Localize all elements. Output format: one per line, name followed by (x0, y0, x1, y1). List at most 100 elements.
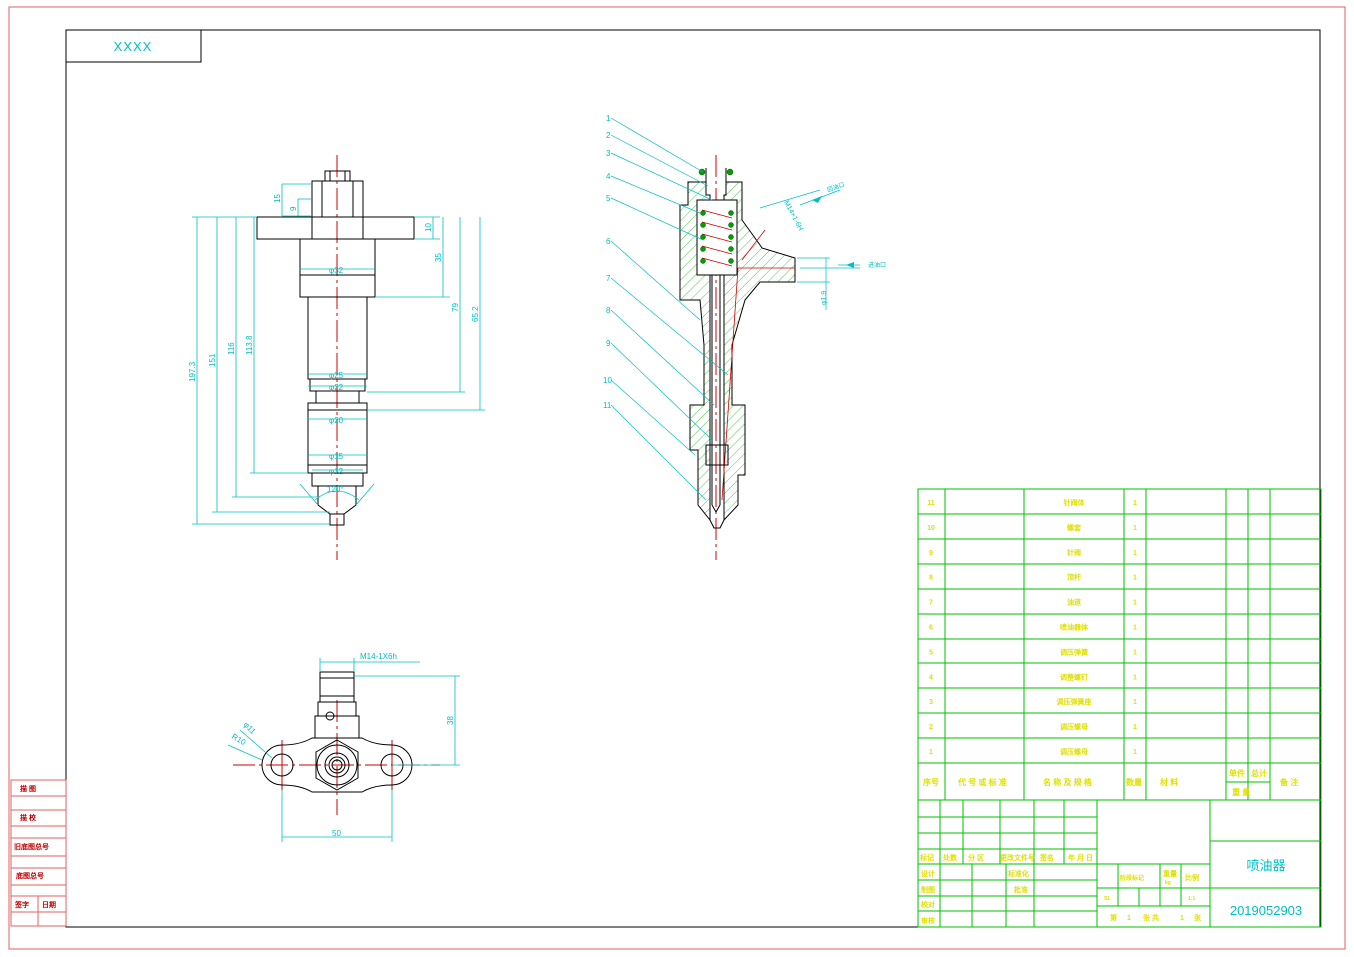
dim-h35: 35 (434, 253, 443, 262)
bom-row-name: 调压螺母 (1060, 747, 1088, 756)
part-no-3: 3 (606, 149, 611, 158)
tb-stage-val: S1 (1104, 896, 1110, 902)
bom-header-remark: 备 注 (1279, 777, 1298, 787)
left-strip-2: 描 校 (20, 813, 37, 822)
bom-header-name: 名 称 及 规 格 (1043, 777, 1093, 787)
title-block (917, 799, 1322, 928)
code-box-text: XXXX (114, 39, 153, 54)
bom-row-qty: 1 (1133, 699, 1137, 706)
tb-check: 校对 (921, 900, 935, 909)
section-d1-9: φ1.9 (821, 291, 828, 305)
bom-row-name: 调压弹簧 (1060, 647, 1088, 656)
part-no-5: 5 (606, 194, 611, 203)
bom-row-name: 调整螺钉 (1060, 672, 1088, 681)
part-no-2: 2 (606, 131, 611, 140)
bom-row-no: 9 (929, 550, 933, 557)
tb-design: 设计 (921, 869, 935, 878)
part-no-8: 8 (606, 306, 611, 315)
part-no-11: 11 (603, 401, 612, 410)
bom-row-qty: 1 (1133, 724, 1137, 731)
bom-row-qty: 1 (1133, 575, 1137, 582)
part-no-10: 10 (603, 376, 612, 385)
part-no-4: 4 (606, 172, 611, 181)
dim-angle: 120° (327, 485, 344, 494)
tb-sheet-total: 1 (1180, 915, 1184, 922)
tb-stage: 阶段标记 (1120, 874, 1144, 882)
tb-change-doc: 更改文件号 (1000, 853, 1035, 862)
dim-d25: φ25 (329, 371, 344, 380)
part-no-7: 7 (606, 274, 611, 283)
bom-row-no: 4 (929, 674, 933, 681)
bom-header-code: 代 号 或 标 准 (957, 777, 1007, 787)
bom-row-no: 10 (927, 525, 935, 532)
bom-row-no: 5 (929, 649, 933, 656)
arrow-inlet (846, 262, 854, 268)
bom-row-qty: 1 (1133, 749, 1137, 756)
tb-audit: 审核 (921, 916, 935, 925)
bom-row-qty: 1 (1133, 625, 1137, 632)
dim-h10: 10 (424, 223, 433, 232)
section-view: 1 2 3 4 5 6 7 8 9 10 11 M14×1-6H φ1.9 回油… (603, 114, 886, 560)
tb-mark: 标记 (919, 853, 934, 862)
bom-header-material: 材 料 (1160, 777, 1178, 787)
dim-d32: φ32 (329, 266, 344, 275)
left-strip-6: 日期 (42, 900, 56, 909)
bom-row-no: 8 (929, 575, 933, 582)
outer-frame (8, 6, 1346, 950)
bom-header-seq: 序号 (923, 777, 939, 787)
tb-scale: 比例 (1185, 873, 1199, 882)
left-strip (10, 779, 67, 927)
bom-row-name: 顶杆 (1067, 573, 1081, 582)
dim-h79: 79 (451, 303, 460, 312)
tb-sheet-mid: 张 共 (1143, 913, 1159, 922)
dim-h151: 151 (208, 353, 217, 367)
part-no-6: 6 (606, 237, 611, 246)
top-view: M14-1X6h φ11 R10 50 38 (227, 652, 460, 842)
bom-row-name: 调压螺母 (1060, 722, 1088, 731)
dim-h113-8: 113.8 (245, 335, 254, 355)
dim-d20: φ20 (329, 416, 344, 425)
code-box (65, 29, 202, 63)
tb-weight: 重量 (1163, 869, 1177, 878)
dim-w50: 50 (332, 829, 341, 838)
tb-scale-val: 1:1 (1188, 896, 1195, 902)
dim-h65-2: 65.2 (471, 306, 480, 322)
bom-row-no: 11 (927, 500, 935, 507)
part-no-9: 9 (606, 339, 611, 348)
left-strip-1: 描 图 (20, 784, 36, 793)
bom-row-no: 7 (929, 600, 933, 607)
tb-draw: 制图 (921, 885, 935, 894)
bom-row-no: 2 (929, 724, 933, 731)
tb-sign: 签名 (1039, 853, 1054, 862)
dim-h15: 15 (273, 194, 282, 203)
tb-sheet-suffix: 张 (1194, 913, 1202, 922)
dim-d22: φ22 (329, 383, 344, 392)
bom-header-weight: 重 量 (1232, 787, 1250, 797)
tb-weight-unit: kg (1165, 880, 1171, 886)
part-no-1: 1 (606, 114, 611, 123)
label-inlet: 进油口 (868, 261, 886, 269)
left-strip-4: 底图总号 (16, 871, 44, 880)
bom-row-name: 螺套 (1067, 523, 1082, 532)
bom-table (917, 488, 1322, 801)
dim-d15: φ15 (329, 452, 344, 461)
bom-row-qty: 1 (1133, 525, 1137, 532)
tb-sheet-prefix: 第 (1110, 913, 1117, 922)
bom-row-name: 针阀 (1066, 548, 1081, 557)
bom-row-name: 调压弹簧座 (1057, 697, 1092, 706)
tb-count: 处数 (942, 853, 958, 862)
bom-row-name: 油道 (1067, 598, 1081, 607)
dim-h38: 38 (446, 716, 455, 725)
bom-header-qty: 数量 (1126, 777, 1142, 787)
dim-h9: 9 (289, 206, 298, 211)
dim-thread: M14-1X6h (360, 652, 397, 661)
bom-row-qty: 1 (1133, 500, 1137, 507)
bom-row-no: 1 (929, 749, 933, 756)
left-strip-3: 旧底图总号 (14, 842, 49, 851)
bom-row-name: 喷油器体 (1060, 623, 1089, 632)
tb-date: 年 月 日 (1068, 853, 1093, 862)
bom-row-qty: 1 (1133, 600, 1137, 607)
bom-header-unit: 单件 (1229, 768, 1245, 778)
dim-h197-3: 197.3 (188, 361, 197, 382)
